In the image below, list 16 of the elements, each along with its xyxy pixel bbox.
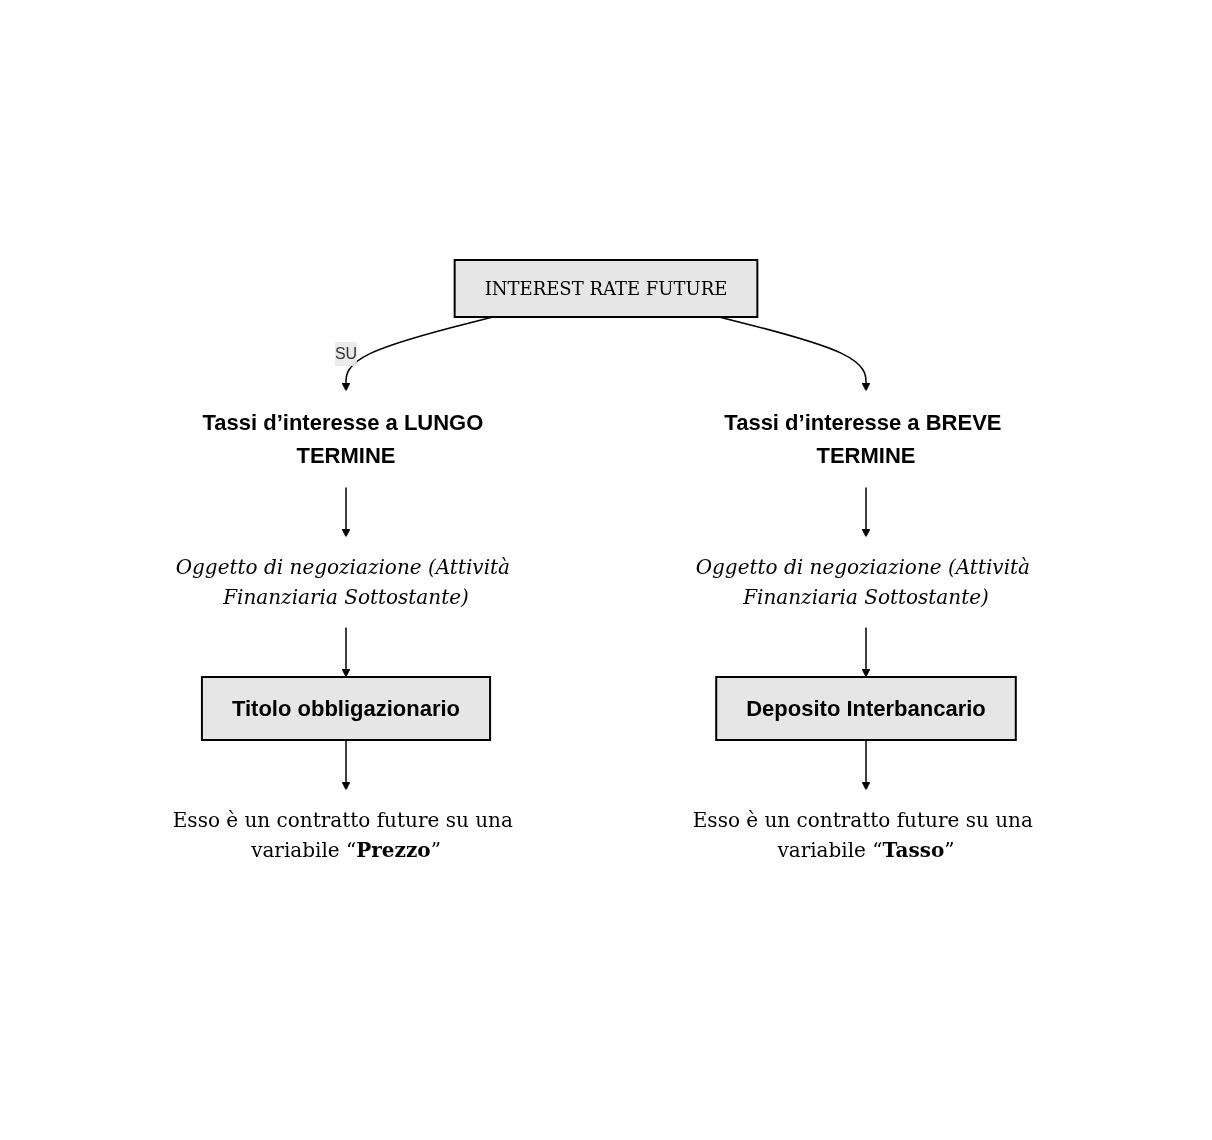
node-text: Esso è un contratto future su una variabile “Prezzo” — [172, 808, 513, 862]
arrow — [861, 739, 871, 791]
node-box: Titolo obbligazionario — [200, 676, 492, 741]
arrow — [341, 486, 351, 538]
arrow — [861, 486, 871, 538]
arrow — [861, 626, 871, 678]
arrow — [341, 626, 351, 678]
node-text: Tassi d’interesse a LUNGO TERMINE — [202, 410, 484, 468]
node-text: Oggetto di negoziazione (Attività Finanziaria Sottostante) — [175, 555, 510, 609]
arrow — [341, 739, 351, 791]
node-text: Tassi d’interesse a BREVE TERMINE — [724, 410, 1002, 468]
node-text: Oggetto di negoziazione (Attività Finanziaria Sottostante) — [695, 555, 1030, 609]
node-box: INTEREST RATE FUTURE — [453, 259, 759, 318]
node-text: Esso è un contratto future su una variabile “Tasso” — [692, 808, 1033, 862]
edge-label: SU — [334, 345, 358, 362]
node-box: Deposito Interbancario — [715, 676, 1017, 741]
